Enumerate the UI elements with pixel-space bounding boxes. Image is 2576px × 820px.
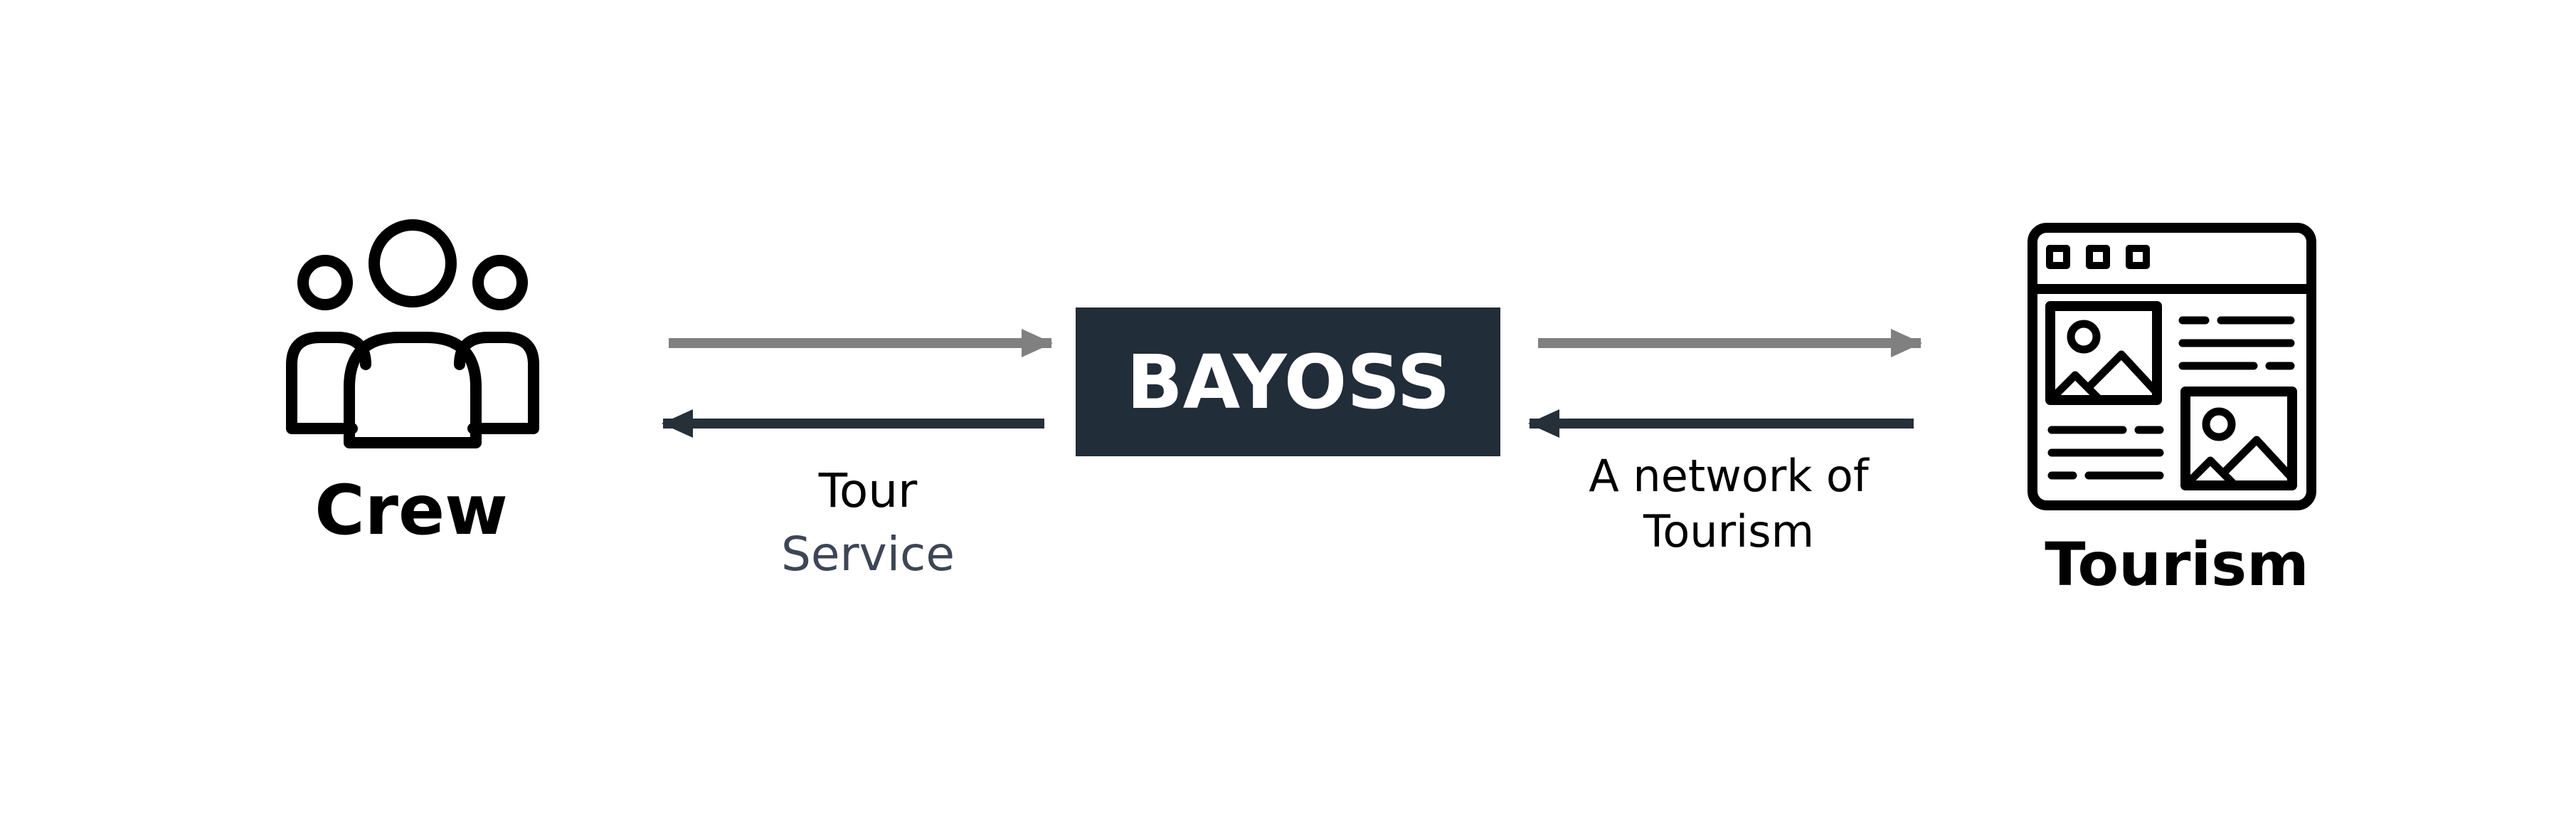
webpage-layout-icon [2028,223,2316,510]
bayoss-node: BAYOSS [1076,308,1500,456]
service-label: Service [781,527,955,582]
bayoss-tourism-arrows: A network of Tourism [1528,329,1922,557]
tour-label: Tour [818,463,918,518]
tourism-label: Tourism [2045,530,2309,599]
network-label-line1: A network of [1589,450,1870,502]
crew-node: Crew [286,219,539,550]
tourism-node: Tourism [2028,223,2316,599]
crew-bayoss-arrows: Tour Service [662,329,1053,582]
bayoss-box [1076,308,1500,456]
crew-label: Crew [314,471,508,550]
bayoss-label: BAYOSS [1127,339,1451,426]
group-of-people-icon [286,219,539,448]
network-label-line2: Tourism [1643,505,1814,557]
